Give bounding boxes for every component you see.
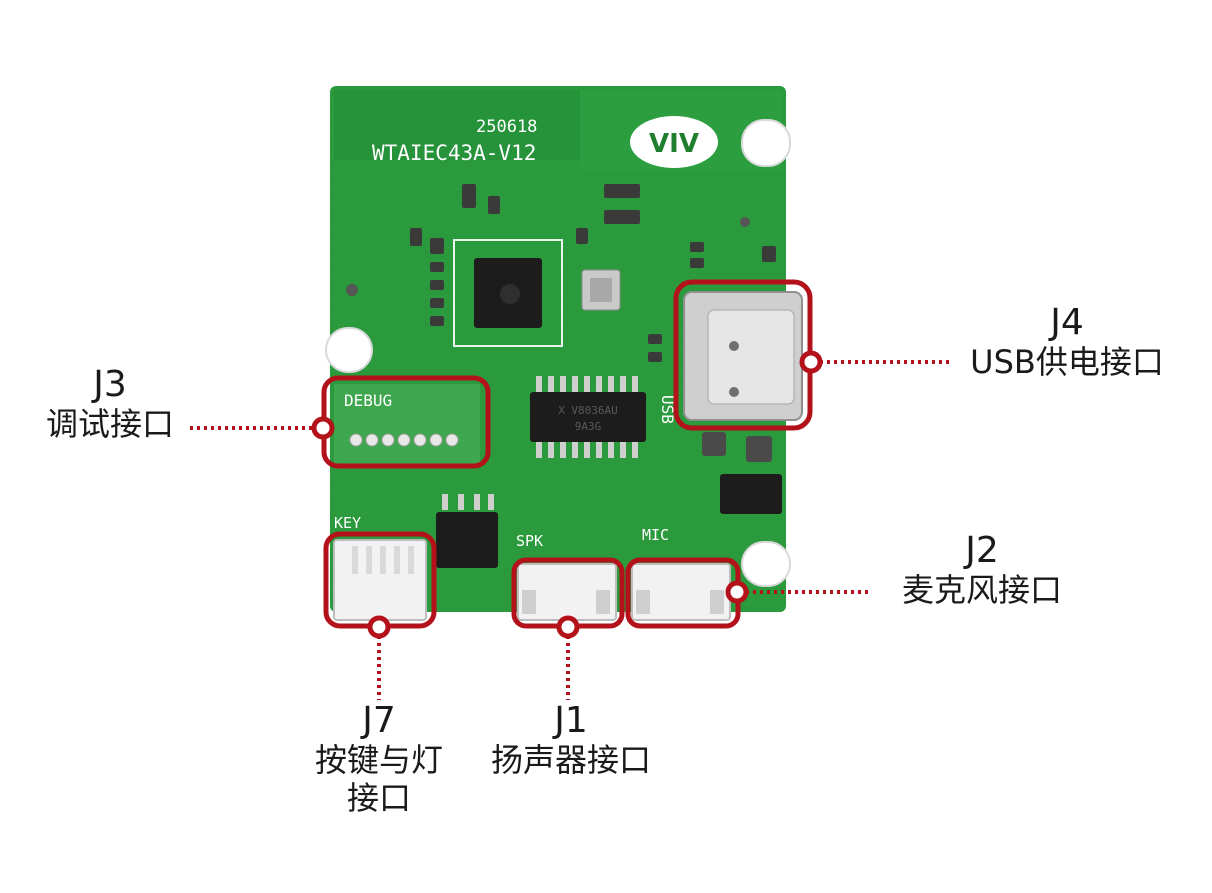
model-text: WTAIEC43A-V12 <box>372 141 536 165</box>
label-j2-desc: 麦克风接口 <box>901 571 1062 610</box>
mount-hole-bottom-right <box>741 541 791 587</box>
regulator-ic <box>720 474 782 514</box>
label-j7-desc2: 接口 <box>346 779 411 818</box>
debug-pads <box>349 433 459 447</box>
mosfet-ic <box>436 512 498 568</box>
label-j4: J4 USB供电接口 <box>952 302 1182 382</box>
label-j4-desc: USB供电接口 <box>970 343 1164 382</box>
spk-silk: SPK <box>516 532 543 550</box>
anchor-j4 <box>799 350 823 374</box>
label-j1: J1 扬声器接口 <box>476 700 666 780</box>
date-code-text: 250618 <box>476 117 537 137</box>
cap-1 <box>702 432 726 456</box>
debug-silk: DEBUG <box>344 391 392 410</box>
mount-hole-top-right <box>741 119 791 167</box>
mic-silk: MIC <box>642 526 669 544</box>
label-j3-desc: 调试接口 <box>45 405 174 444</box>
anchor-j2 <box>725 580 749 604</box>
anchor-j3 <box>311 416 335 440</box>
usb-silk: USB <box>658 395 677 424</box>
label-j7: J7 按键与灯 接口 <box>296 700 462 818</box>
anchor-j7 <box>367 615 391 639</box>
key-silk: KEY <box>334 514 361 532</box>
amp-marking-1: X V8036AU <box>558 404 618 417</box>
label-j7-desc: 按键与灯 <box>314 741 443 780</box>
cap-2 <box>746 436 772 462</box>
label-j2-code: J2 <box>965 530 999 571</box>
via-left <box>346 284 358 296</box>
amp-marking-2: 9A3G <box>575 420 602 433</box>
antenna-area <box>334 90 580 160</box>
label-j7-code: J7 <box>362 700 396 741</box>
label-j2: J2 麦克风接口 <box>884 530 1080 610</box>
amplifier-ic: X V8036AU 9A3G <box>530 376 646 458</box>
top-passives <box>410 184 776 362</box>
anchor-j1 <box>556 615 580 639</box>
debug-area <box>334 384 480 464</box>
logo-text: VIV <box>649 129 699 159</box>
label-j3-code: J3 <box>93 364 127 405</box>
via-right <box>740 217 750 227</box>
label-j4-code: J4 <box>1050 302 1084 343</box>
label-j1-code: J1 <box>554 700 588 741</box>
logo-badge <box>630 116 718 168</box>
label-j1-desc: 扬声器接口 <box>490 741 651 780</box>
label-j3: J3 调试接口 <box>30 364 190 444</box>
mcu-outline <box>453 239 563 347</box>
mount-hole-left <box>325 327 373 373</box>
